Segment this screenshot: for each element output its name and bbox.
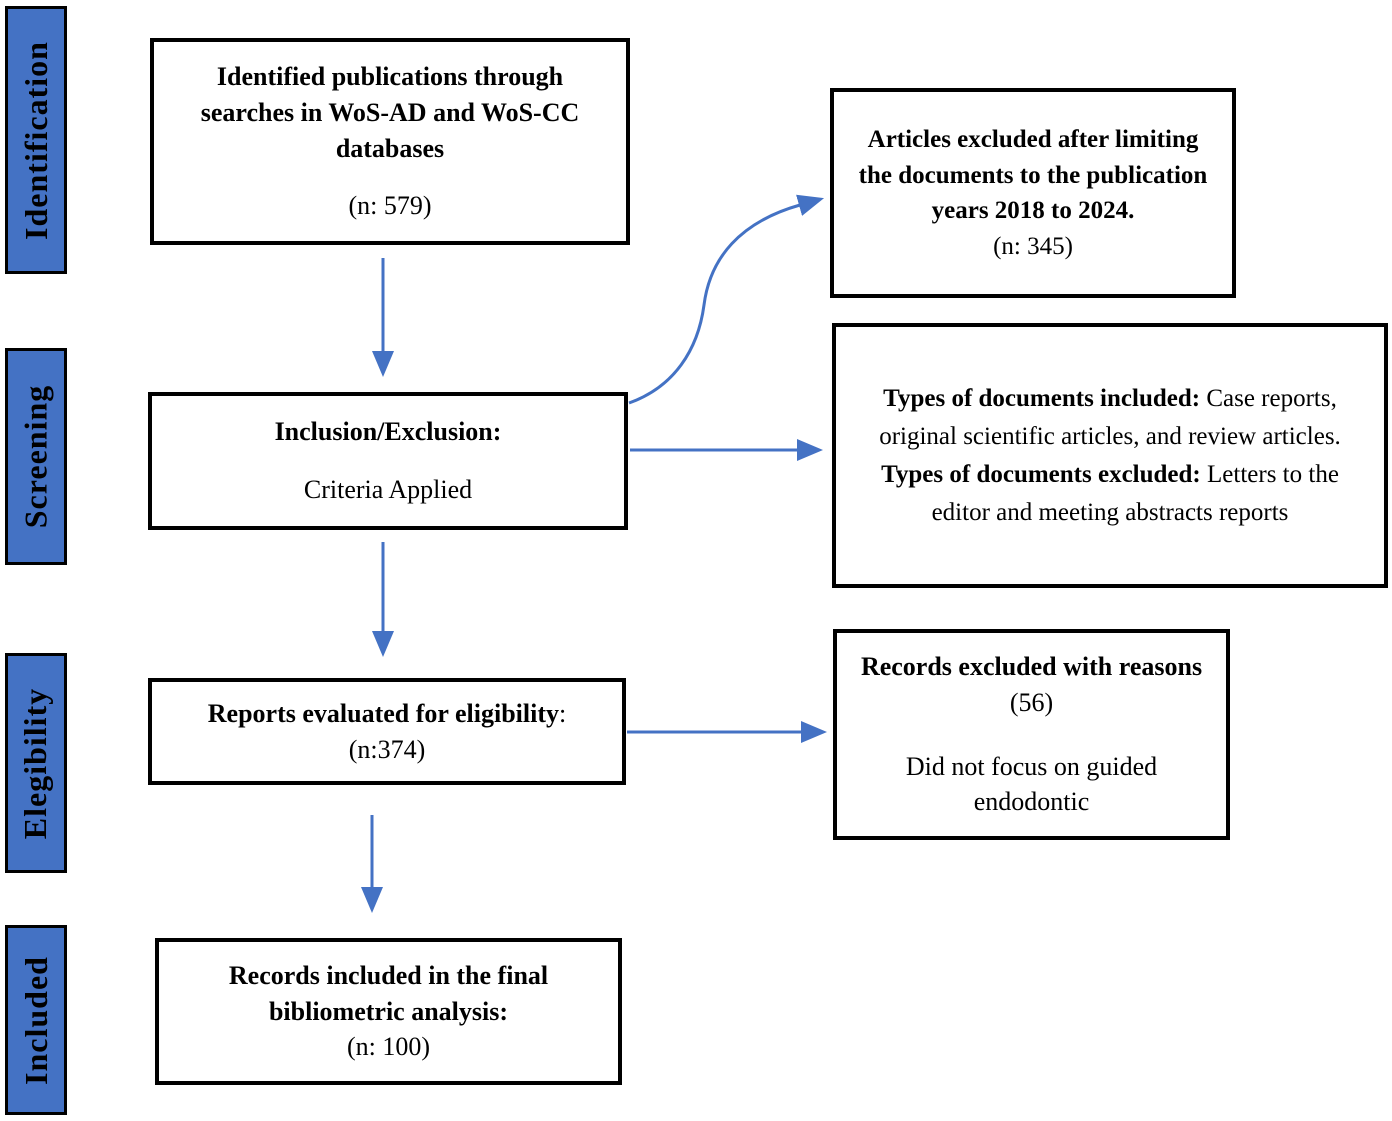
excluded-types-label: Types of documents excluded: <box>881 460 1201 488</box>
exclusion-reason-text: Did not focus on guided endodontic <box>905 751 1158 817</box>
box-title: Reports evaluated for eligibility <box>207 698 559 728</box>
arrow-curved-screening-to-years-box <box>628 194 825 405</box>
stage-label-screening: Screening <box>5 348 67 565</box>
box-title: Records excluded with reasons <box>860 651 1203 681</box>
box-inclusion-exclusion: Inclusion/Exclusion: Criteria Applied <box>148 392 628 530</box>
box-title-suffix: : <box>558 698 567 728</box>
box-count: (n: 579) <box>348 191 432 221</box>
box-title-line: Reports evaluated for eligibility: <box>208 696 566 732</box>
stage-label-identification: Identification <box>5 6 67 274</box>
stage-label-eligibility: Elegibility <box>5 653 67 873</box>
box-records-excluded-reasons: Records excluded with reasons (56) Did n… <box>833 629 1230 840</box>
excluded-types-text: Letters to the editor and meeting abstra… <box>931 460 1339 526</box>
included-types-line: Types of documents included: Case report… <box>850 380 1370 456</box>
excluded-types-line: Types of documents excluded: Letters to … <box>850 456 1370 532</box>
stage-label-text: Screening <box>17 384 54 529</box>
box-identified-publications: Identified publications through searches… <box>150 38 630 245</box>
box-articles-excluded-years: Articles excluded after limiting the doc… <box>830 88 1236 298</box>
box-count: (n: 345) <box>993 232 1073 260</box>
included-types-text: Case reports, original scientific articl… <box>879 384 1341 450</box>
box-title: Articles excluded after limiting the doc… <box>858 126 1208 224</box>
box-subtitle: Criteria Applied <box>303 475 473 504</box>
box-count: (56) <box>1009 687 1054 717</box>
box-document-types: Types of documents included: Case report… <box>832 323 1388 588</box>
included-types-label: Types of documents included: <box>883 384 1201 412</box>
box-title: Identified publications through searches… <box>200 61 580 163</box>
box-title: Inclusion/Exclusion: <box>274 417 502 447</box>
stage-label-text: Identification <box>17 40 54 240</box>
box-records-included-final: Records included in the final bibliometr… <box>155 938 622 1085</box>
stage-label-text: Included <box>17 955 54 1085</box>
box-reports-evaluated: Reports evaluated for eligibility: (n:37… <box>148 678 626 785</box>
stage-label-included: Included <box>5 925 67 1115</box>
box-title: Records included in the final bibliometr… <box>228 960 549 1026</box>
box-count: (n: 100) <box>346 1032 431 1062</box>
box-title-line: Records excluded with reasons (56) <box>851 649 1212 721</box>
box-count: (n:374) <box>348 734 426 764</box>
stage-label-text: Elegibility <box>17 687 54 839</box>
